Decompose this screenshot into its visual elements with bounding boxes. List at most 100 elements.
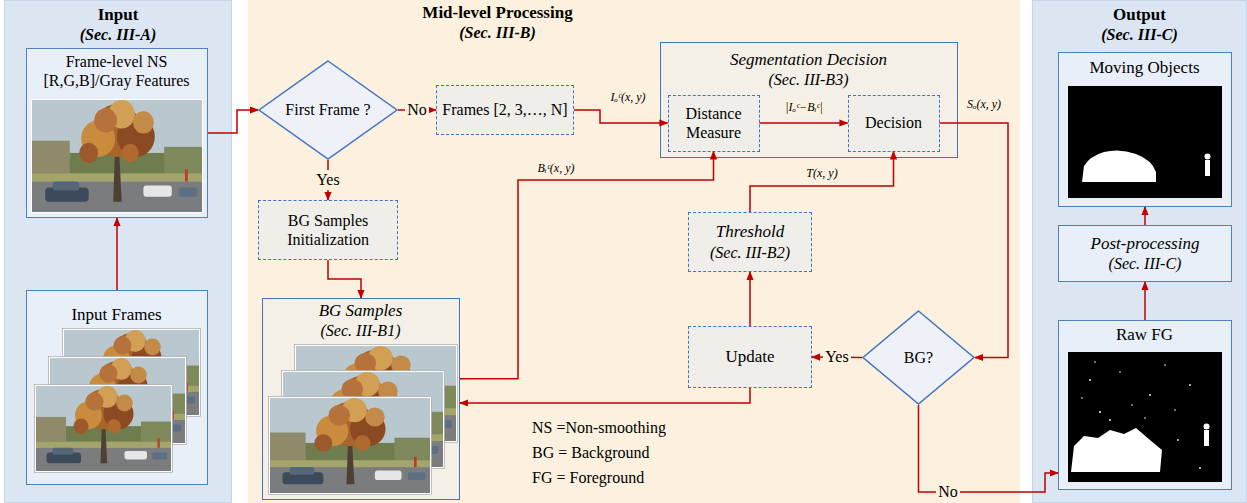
edge-label: Yes: [314, 170, 341, 189]
edge-label-holder: No: [405, 100, 429, 119]
decision-diamond: BG?: [862, 310, 975, 405]
box-label: Moving Objects: [1060, 58, 1230, 78]
edge-label: T(x, y): [804, 166, 839, 180]
text-holder: BG Samples Initialization: [259, 201, 397, 259]
illustration-part: [1131, 404, 1133, 406]
text-holder: Raw FG: [1060, 325, 1230, 345]
box-label: (Sec. III-C): [1109, 254, 1182, 273]
illustration-part: [1149, 394, 1151, 396]
edge-label-holder: Bᵢᶜ(x, y): [535, 161, 576, 175]
process-box: Decision: [848, 95, 940, 152]
text-holder: Distance Measure: [669, 96, 759, 151]
illustration-part: [1189, 384, 1191, 386]
flow-arrow: [749, 272, 751, 326]
illustration-part: [270, 398, 430, 493]
text-holder: Decision: [849, 96, 939, 151]
edge-label-holder: |Iₒᶜ−Bᵢᶜ|: [783, 100, 825, 114]
panel-heading: Mid-level Processing: [350, 3, 645, 23]
panel-heading: (Sec. III-A): [4, 25, 232, 44]
text-holder: Moving Objects: [1060, 58, 1230, 78]
illustration-part: [1177, 439, 1179, 441]
illustration-part: [1094, 361, 1096, 363]
box-label: (Sec. III-B1): [264, 321, 458, 340]
panel-heading: Input: [4, 5, 232, 25]
box-label: Threshold: [716, 222, 784, 242]
note-holder: BG = Background: [532, 443, 649, 462]
illustration-part: [1144, 417, 1146, 419]
box-label: BG?: [904, 348, 933, 367]
note-holder: FG = Foreground: [532, 468, 644, 487]
box-label: Input Frames: [28, 305, 206, 325]
flow-arrow: [760, 122, 848, 124]
box-label: (Sec. III-B3): [662, 70, 956, 89]
box-label: Post-processing: [1091, 234, 1200, 254]
illustration-part: [1174, 409, 1176, 411]
text-holder: Post-processing(Sec. III-C): [1059, 226, 1231, 281]
illustration-part: [1099, 411, 1101, 413]
illustration-part: [31, 99, 203, 213]
diamond-shape: [863, 311, 974, 404]
illustration-part: [1164, 364, 1166, 366]
text-holder: BG?: [878, 310, 959, 405]
box-label: Decision: [865, 113, 922, 132]
process-box: Frames [2, 3,…, N]: [436, 85, 574, 135]
text-holder: Update: [689, 327, 811, 387]
text-holder: Threshold(Sec. III-B2): [689, 213, 811, 271]
edge-label: No: [405, 100, 429, 119]
decision-diamond: First Frame ?: [258, 60, 398, 160]
box-label: Raw FG: [1060, 325, 1230, 345]
flow-arrow: [328, 260, 361, 298]
illustration-part: [32, 100, 202, 212]
box-label: First Frame ?: [285, 100, 370, 119]
text-holder: Input(Sec. III-A): [4, 5, 232, 45]
moving-objects-mask: [1068, 86, 1222, 198]
box-label: BG Samples Initialization: [263, 211, 393, 249]
text-holder: Mid-level Processing(Sec. III-B): [350, 3, 645, 43]
flow-arrow: [750, 152, 894, 213]
edge-label-holder: Yes: [314, 170, 341, 189]
note-holder: NS =Non-smoothing: [532, 418, 666, 437]
illustration-part: [1205, 160, 1210, 176]
edge-label-holder: No: [936, 482, 960, 501]
abbreviation-note: BG = Background: [532, 443, 649, 462]
panel-heading: (Sec. III-B): [350, 23, 645, 42]
illustration-part: [35, 385, 173, 473]
frame-illustration: [31, 99, 203, 213]
raw-foreground-mask: [1068, 352, 1222, 482]
text-holder: Frames [2, 3,…, N]: [437, 86, 573, 134]
text-holder: BG Samples(Sec. III-B1): [264, 301, 458, 341]
illustration-part: [1119, 371, 1121, 373]
text-holder: Output(Sec. III-C): [1032, 5, 1247, 45]
illustration-part: [1204, 424, 1210, 430]
flow-arrow: [1144, 207, 1146, 225]
edge-label-holder: T(x, y): [804, 166, 839, 180]
input-frames-stack: [35, 329, 201, 473]
edge-label: Sₒ(x, y): [965, 97, 1003, 111]
illustration-part: [1081, 397, 1083, 399]
illustration-part: [1071, 428, 1162, 472]
illustration-part: [269, 397, 432, 495]
illustration-part: [1204, 430, 1209, 446]
bg-samples-stack: [269, 345, 458, 495]
box-label: BG Samples: [264, 301, 458, 321]
process-box: Distance Measure: [668, 95, 760, 152]
illustration-part: [1068, 352, 1222, 482]
panel-heading: Output: [1032, 5, 1247, 25]
edge-label-holder: Yes: [823, 347, 850, 366]
flow-arrow: [919, 405, 1059, 492]
box-label: (Sec. III-B2): [710, 243, 790, 262]
text-holder: Frame-level NS [R,G,B]/Gray Features: [28, 52, 206, 90]
box-label: Update: [725, 347, 774, 367]
illustration-part: [1109, 419, 1111, 421]
process-box: Update: [688, 326, 812, 388]
edge-label: |Iₒᶜ−Bᵢᶜ|: [783, 100, 825, 114]
text-holder: First Frame ?: [278, 60, 379, 160]
process-box: BG Samples Initialization: [258, 200, 398, 260]
text-holder: Input Frames: [28, 305, 206, 325]
edge-label-holder: Iₒᶜ(x, y): [608, 90, 647, 104]
box-label: Segmentation Decision: [662, 50, 956, 70]
box-label: Distance Measure: [673, 104, 755, 142]
flow-arrow: [460, 152, 714, 379]
panel-heading: (Sec. III-C): [1032, 25, 1247, 44]
illustration-part: [36, 386, 171, 471]
